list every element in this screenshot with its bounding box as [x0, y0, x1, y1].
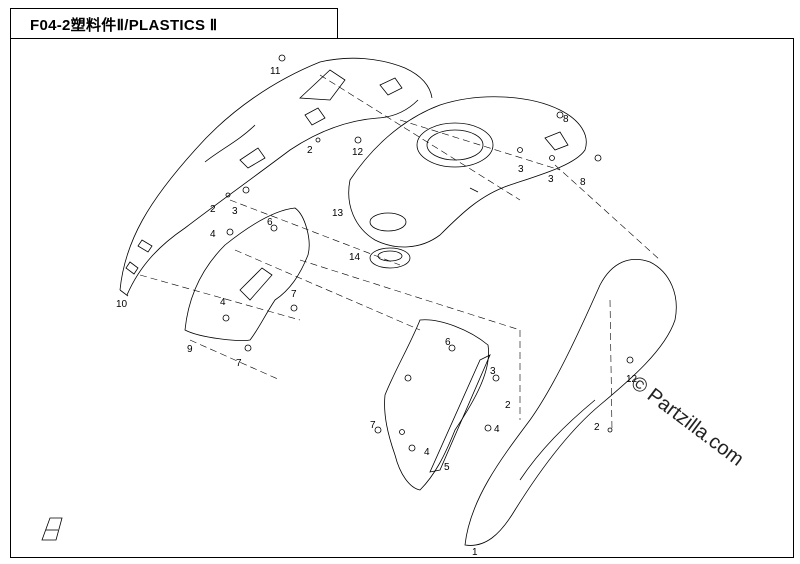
left-inner-panel	[184, 207, 310, 341]
callout-7: 7	[370, 420, 376, 431]
assembly-lines	[139, 74, 661, 431]
callout-3: 3	[490, 366, 496, 377]
callout-8: 8	[563, 114, 569, 125]
callout-1: 1	[472, 547, 478, 558]
callout-4: 4	[424, 447, 430, 458]
corner-emblem-icon	[41, 517, 63, 541]
callout-2: 2	[594, 422, 600, 433]
lower-front-cowl	[464, 259, 677, 546]
callout-5: 5	[444, 462, 450, 473]
callout-4: 4	[220, 297, 226, 308]
callout-4: 4	[210, 229, 216, 240]
title-box	[10, 8, 338, 39]
callout-7: 7	[236, 358, 242, 369]
callout-13: 13	[332, 208, 344, 219]
drawing-frame	[10, 38, 794, 558]
callout-14: 14	[349, 252, 361, 263]
fasteners	[222, 54, 634, 452]
callout-3: 3	[518, 164, 524, 175]
callout-labels: 11 2 12 8 3 3 8 2 3 13 6 4 14 10 4 7 9 7…	[116, 66, 638, 558]
callout-2: 2	[210, 204, 216, 215]
callout-12: 12	[626, 374, 638, 385]
page-title: F04-2塑料件Ⅱ/PLASTICS Ⅱ	[30, 17, 218, 34]
callout-2: 2	[505, 400, 511, 411]
callout-4: 4	[494, 424, 500, 435]
callout-10: 10	[116, 299, 128, 310]
fuel-cap-ring	[369, 247, 411, 269]
callout-7: 7	[291, 289, 297, 300]
callout-3: 3	[232, 206, 238, 217]
callout-2: 2	[307, 145, 313, 156]
right-inner-panel	[384, 319, 491, 491]
callout-3: 3	[548, 174, 554, 185]
upper-front-cowl	[119, 57, 433, 297]
callout-9: 9	[187, 344, 193, 355]
callout-11: 11	[270, 66, 281, 77]
fuel-tank-cover	[348, 96, 587, 248]
callout-6: 6	[445, 337, 451, 348]
callout-6: 6	[267, 217, 273, 228]
callout-8: 8	[580, 177, 586, 188]
callout-12: 12	[352, 147, 364, 158]
